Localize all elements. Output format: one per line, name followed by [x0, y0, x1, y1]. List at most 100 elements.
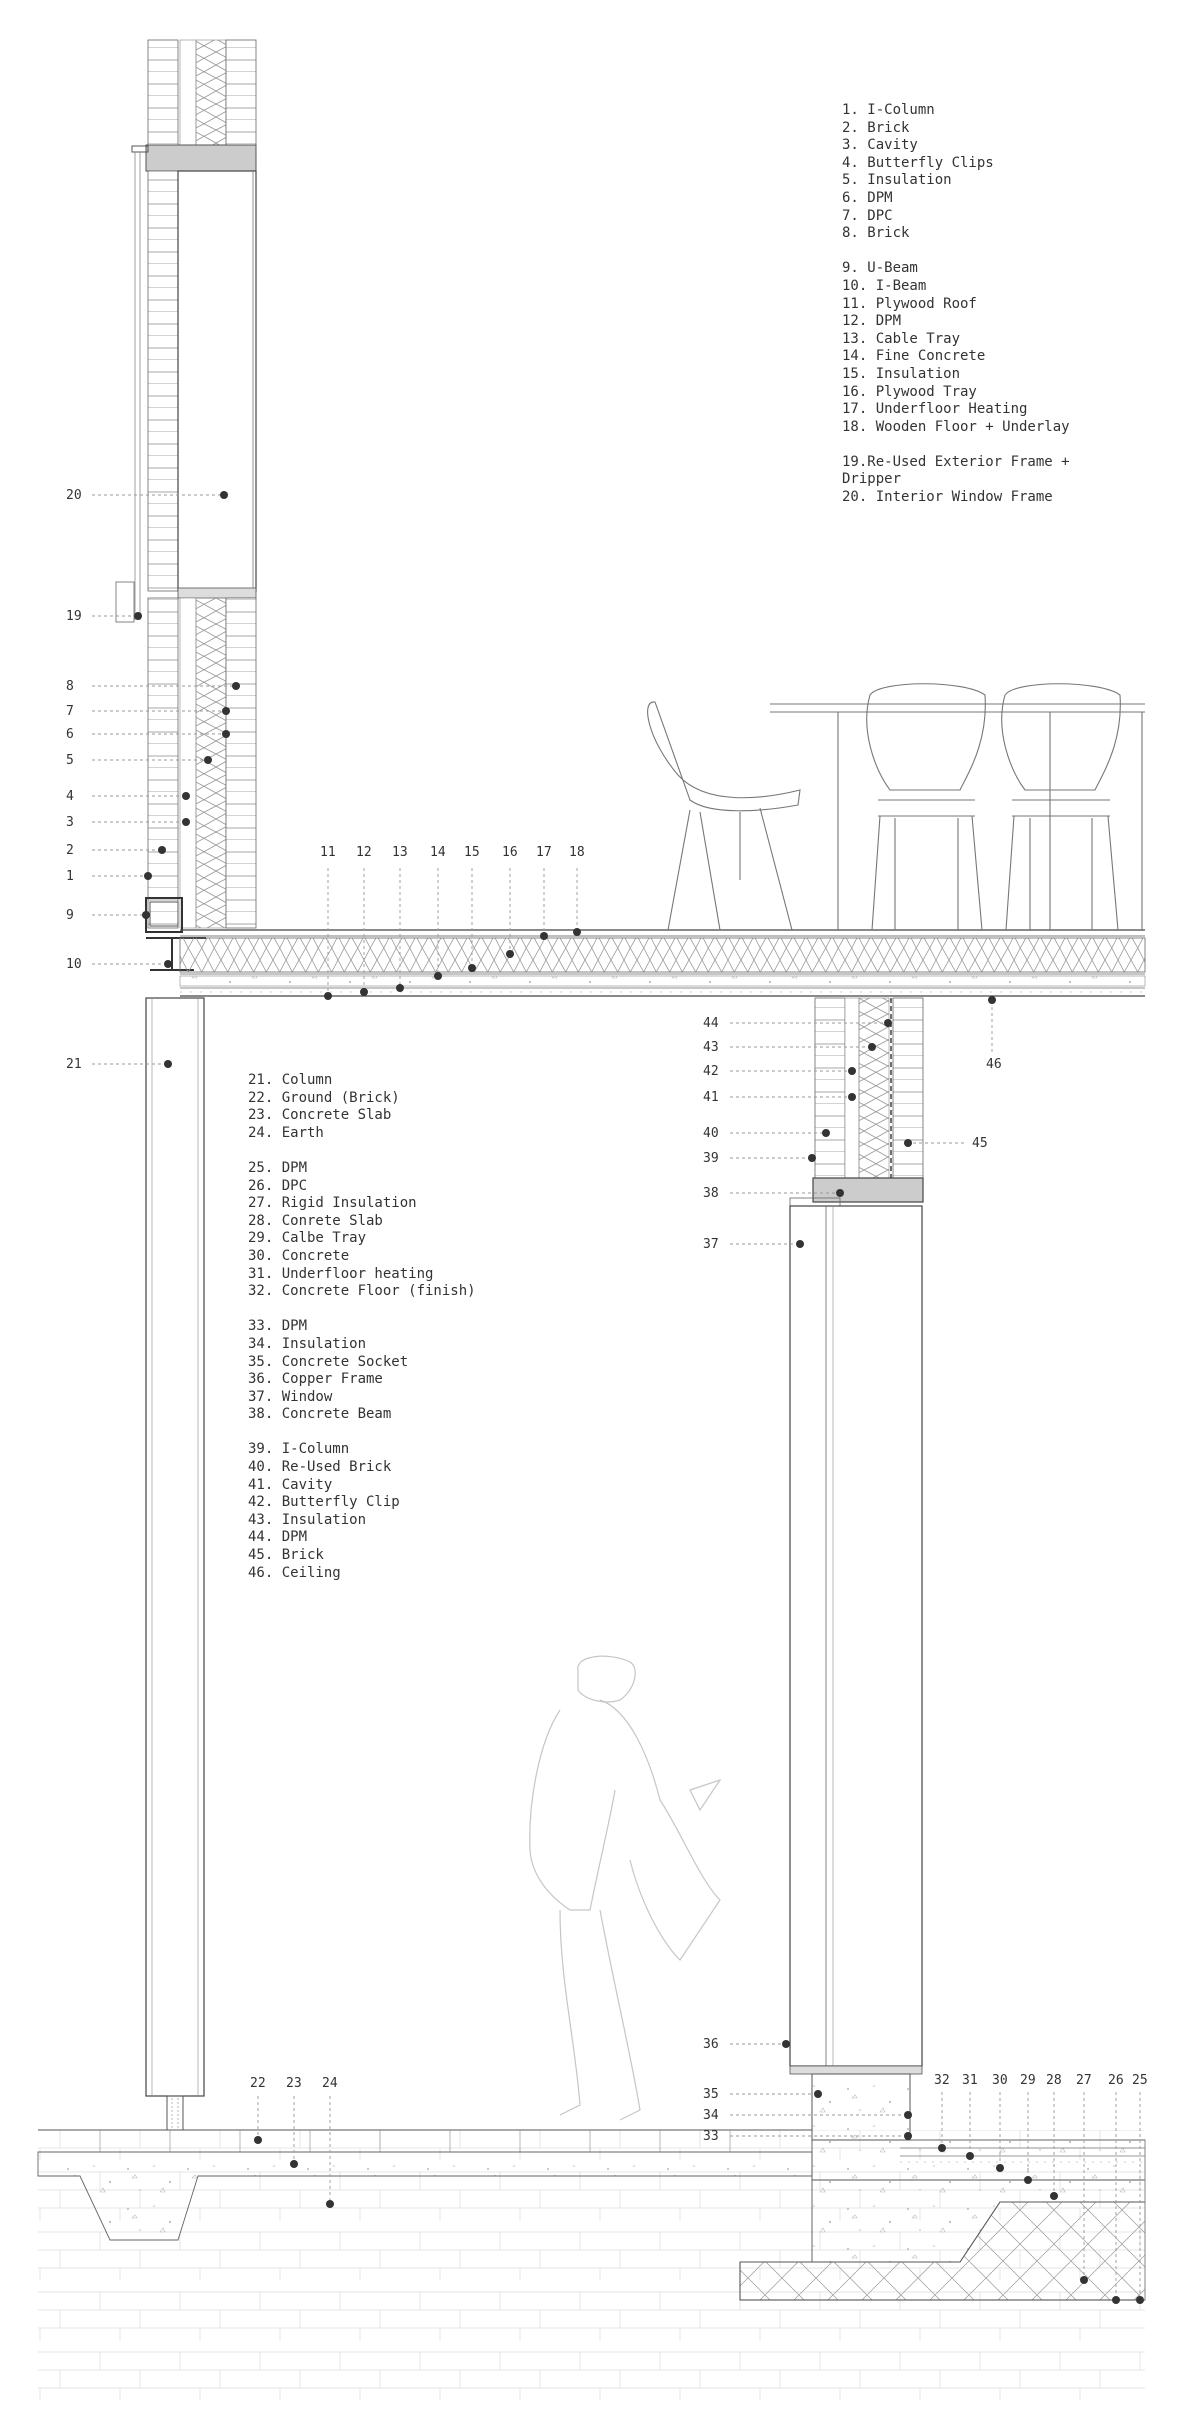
legend-item: 6. DPM [842, 189, 893, 206]
legend-item: 7. DPC [842, 207, 893, 224]
callout-44: 44 [703, 1016, 719, 1031]
upper-wall [115, 39, 257, 971]
legend-item: 40. Re-Used Brick [248, 1459, 392, 1476]
leader-dot-7 [222, 707, 230, 715]
callout-31: 31 [962, 2073, 978, 2088]
legend-item: 4. Butterfly Clips [842, 154, 994, 171]
callout-29: 29 [1020, 2073, 1036, 2088]
legend-lower: 21. Column 22. Ground (Brick) 23. Concre… [248, 1072, 568, 1582]
leader-dot-31 [966, 2152, 974, 2160]
callout-4: 4 [66, 789, 74, 804]
callout-42: 42 [703, 1064, 719, 1079]
callout-30: 30 [992, 2073, 1008, 2088]
leader-dot-35 [814, 2090, 822, 2098]
leader-dot-22 [254, 2136, 262, 2144]
floor-slab [179, 929, 1146, 997]
leader-dot-15 [468, 964, 476, 972]
leader-dot-13 [396, 984, 404, 992]
legend-item: 44. DPM [248, 1529, 308, 1546]
callout-3: 3 [66, 815, 74, 830]
callout-26: 26 [1108, 2073, 1124, 2088]
leader-dot-28 [1050, 2192, 1058, 2200]
legend-item: 14. Fine Concrete [842, 348, 986, 365]
leader-dot-26 [1112, 2296, 1120, 2304]
callout-19: 19 [66, 609, 82, 624]
legend-item: 24. Earth [248, 1124, 324, 1141]
callout-numbers: 20 19 8 7 6 5 4 3 2 1 9 10 21 11 12 13 1… [66, 488, 1148, 2144]
leader-dot-9 [142, 911, 150, 919]
legend-item: 11. Plywood Roof [842, 295, 977, 312]
callout-5: 5 [66, 753, 74, 768]
legend-item: 35. Concrete Socket [248, 1353, 409, 1370]
legend-item: 22. Ground (Brick) [248, 1089, 400, 1106]
callout-40: 40 [703, 1126, 719, 1141]
callout-43: 43 [703, 1040, 719, 1055]
legend-item: 45. Brick [248, 1547, 324, 1564]
leader-dot-21 [164, 1060, 172, 1068]
callout-14: 14 [430, 845, 446, 860]
callout-9: 9 [66, 908, 74, 923]
person-figure [529, 1655, 722, 2121]
legend-item: 29. Calbe Tray [248, 1230, 367, 1247]
callout-34: 34 [703, 2108, 719, 2123]
callout-12: 12 [356, 845, 372, 860]
legend-item: 13. Cable Tray [842, 330, 961, 347]
callout-24: 24 [322, 2076, 338, 2091]
leader-dot-41 [848, 1093, 856, 1101]
legend-item: 20. Interior Window Frame [842, 489, 1053, 506]
leader-dot-24 [326, 2200, 334, 2208]
callout-36: 36 [703, 2037, 719, 2052]
legend-upper: 1. I-Column 2. Brick 3. Cavity 4. Butter… [842, 102, 1142, 507]
legend-item: 31. Underfloor heating [248, 1265, 434, 1282]
callout-21: 21 [66, 1057, 82, 1072]
legend-item: 21. Column [248, 1072, 333, 1088]
leader-dot-2 [158, 846, 166, 854]
legend-item: 39. I-Column [248, 1441, 350, 1458]
callout-7: 7 [66, 704, 74, 719]
right-wall [789, 997, 924, 2075]
callout-18: 18 [569, 845, 585, 860]
leader-dot-40 [822, 1129, 830, 1137]
leader-dot-14 [434, 972, 442, 980]
callout-11: 11 [320, 845, 336, 860]
leader-dot-23 [290, 2160, 298, 2168]
callout-6: 6 [66, 727, 74, 742]
legend-item: 9. U-Beam [842, 260, 918, 277]
legend-item: 28. Conrete Slab [248, 1212, 383, 1229]
callout-38: 38 [703, 1186, 719, 1201]
left-column [145, 997, 205, 2131]
leader-dot-5 [204, 756, 212, 764]
callout-1: 1 [66, 869, 74, 884]
leader-dot-46 [988, 996, 996, 1004]
leader-dot-38 [836, 1189, 844, 1197]
legend-item: 12. DPM [842, 313, 902, 330]
legend-item: 32. Concrete Floor (finish) [248, 1283, 476, 1300]
legend-item: 8. Brick [842, 225, 910, 242]
leader-dot-34 [904, 2111, 912, 2119]
callout-32: 32 [934, 2073, 950, 2088]
callout-23: 23 [286, 2076, 302, 2091]
leader-dot-32 [938, 2144, 946, 2152]
leader-dot-16 [506, 950, 514, 958]
legend-item: 19.Re-Used Exterior Frame + Dripper [842, 453, 1070, 488]
leader-dot-29 [1024, 2176, 1032, 2184]
callout-22: 22 [250, 2076, 266, 2091]
leader-dot-20 [220, 491, 228, 499]
leader-dot-33 [904, 2132, 912, 2140]
leader-dot-6 [222, 730, 230, 738]
legend-item: 46. Ceiling [248, 1564, 341, 1581]
callout-leaders [92, 491, 1144, 2304]
legend-item: 25. DPM [248, 1159, 308, 1176]
legend-item: 5. Insulation [842, 172, 952, 189]
legend-item: 15. Insulation [842, 365, 961, 382]
callout-39: 39 [703, 1151, 719, 1166]
callout-46: 46 [986, 1057, 1002, 1072]
callout-8: 8 [66, 679, 74, 694]
leader-dot-44 [884, 1019, 892, 1027]
callout-20: 20 [66, 488, 82, 503]
leader-dot-42 [848, 1067, 856, 1075]
callout-33: 33 [703, 2129, 719, 2144]
callout-16: 16 [502, 845, 518, 860]
leader-dot-3 [182, 818, 190, 826]
